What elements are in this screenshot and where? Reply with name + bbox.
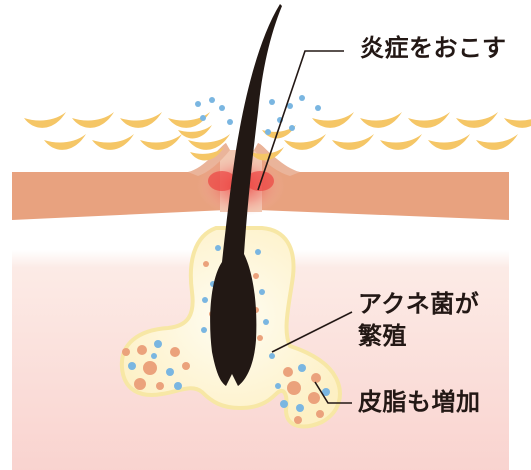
bacteria-dot xyxy=(259,289,265,295)
skin-flake xyxy=(332,134,374,150)
inflammation-label: 炎症をおこす xyxy=(360,32,507,64)
skin-flake xyxy=(476,134,518,150)
bacteria-dot xyxy=(154,340,162,348)
bacteria-dot xyxy=(202,297,208,303)
skin-flake xyxy=(140,134,182,150)
sebum-dot xyxy=(143,361,157,375)
bacteria-dot xyxy=(195,101,201,107)
sebum-dot xyxy=(182,362,190,370)
bacteria-dot xyxy=(174,382,182,390)
bacteria-dot xyxy=(263,319,269,325)
sebum-dot xyxy=(283,367,293,377)
sebum-dot xyxy=(253,273,259,279)
skin-flake xyxy=(380,134,422,150)
bacteria-dot xyxy=(269,99,275,105)
sebum-dot xyxy=(156,382,164,390)
sebum-dot xyxy=(122,348,130,356)
sebum-increase-label: 皮脂も増加 xyxy=(358,386,481,418)
sebum-dot xyxy=(257,335,263,341)
skin-flake xyxy=(24,112,66,128)
bacteria-dot xyxy=(209,97,215,103)
bacteria-dot xyxy=(219,105,225,111)
bacteria-dot xyxy=(296,404,304,412)
sebum-dot xyxy=(134,378,146,390)
bacteria-dot xyxy=(299,95,305,101)
skin-flake xyxy=(120,112,162,128)
bacteria-dot xyxy=(255,249,261,255)
skin-flake xyxy=(428,134,470,150)
bacteria-dot xyxy=(215,245,221,251)
bacteria-dot xyxy=(265,129,271,135)
skin-flake xyxy=(456,112,498,128)
bacteria-dot xyxy=(280,400,288,408)
bacteria-dot xyxy=(201,327,207,333)
skin-flake xyxy=(312,112,354,128)
bacteria-dot xyxy=(289,125,295,131)
sebum-dot xyxy=(294,416,302,424)
bacteria-dot xyxy=(166,368,174,376)
skin-flake xyxy=(284,134,326,150)
skin-flake xyxy=(360,112,402,128)
bacteria-dot xyxy=(151,353,157,359)
skin-flake xyxy=(92,134,134,150)
skin-flake xyxy=(504,112,531,128)
acne-label-line-2: 繁殖 xyxy=(358,320,479,352)
skin-flake xyxy=(72,112,114,128)
skin-surface-band-right xyxy=(258,143,509,220)
sebum-dot xyxy=(170,347,180,357)
bacteria-dot xyxy=(269,353,275,359)
sebum-dot xyxy=(316,410,324,418)
acne-bacteria-label: アクネ菌が 繁殖 xyxy=(358,288,479,353)
bacteria-dot xyxy=(227,119,233,125)
skin-flake xyxy=(408,112,450,128)
bacteria-dot xyxy=(275,383,281,389)
sebum-dot xyxy=(287,381,301,395)
sebum-dot xyxy=(203,261,209,267)
bacteria-dot xyxy=(315,105,321,111)
sebum-dot xyxy=(137,345,147,355)
skin-flake xyxy=(44,134,86,150)
bacteria-dot xyxy=(128,362,136,370)
sebum-dot xyxy=(311,373,321,383)
acne-label-line-1: アクネ菌が xyxy=(358,288,479,320)
bacteria-dot xyxy=(298,364,306,372)
sebum-dot xyxy=(308,392,320,404)
bacteria-dot xyxy=(200,115,206,121)
